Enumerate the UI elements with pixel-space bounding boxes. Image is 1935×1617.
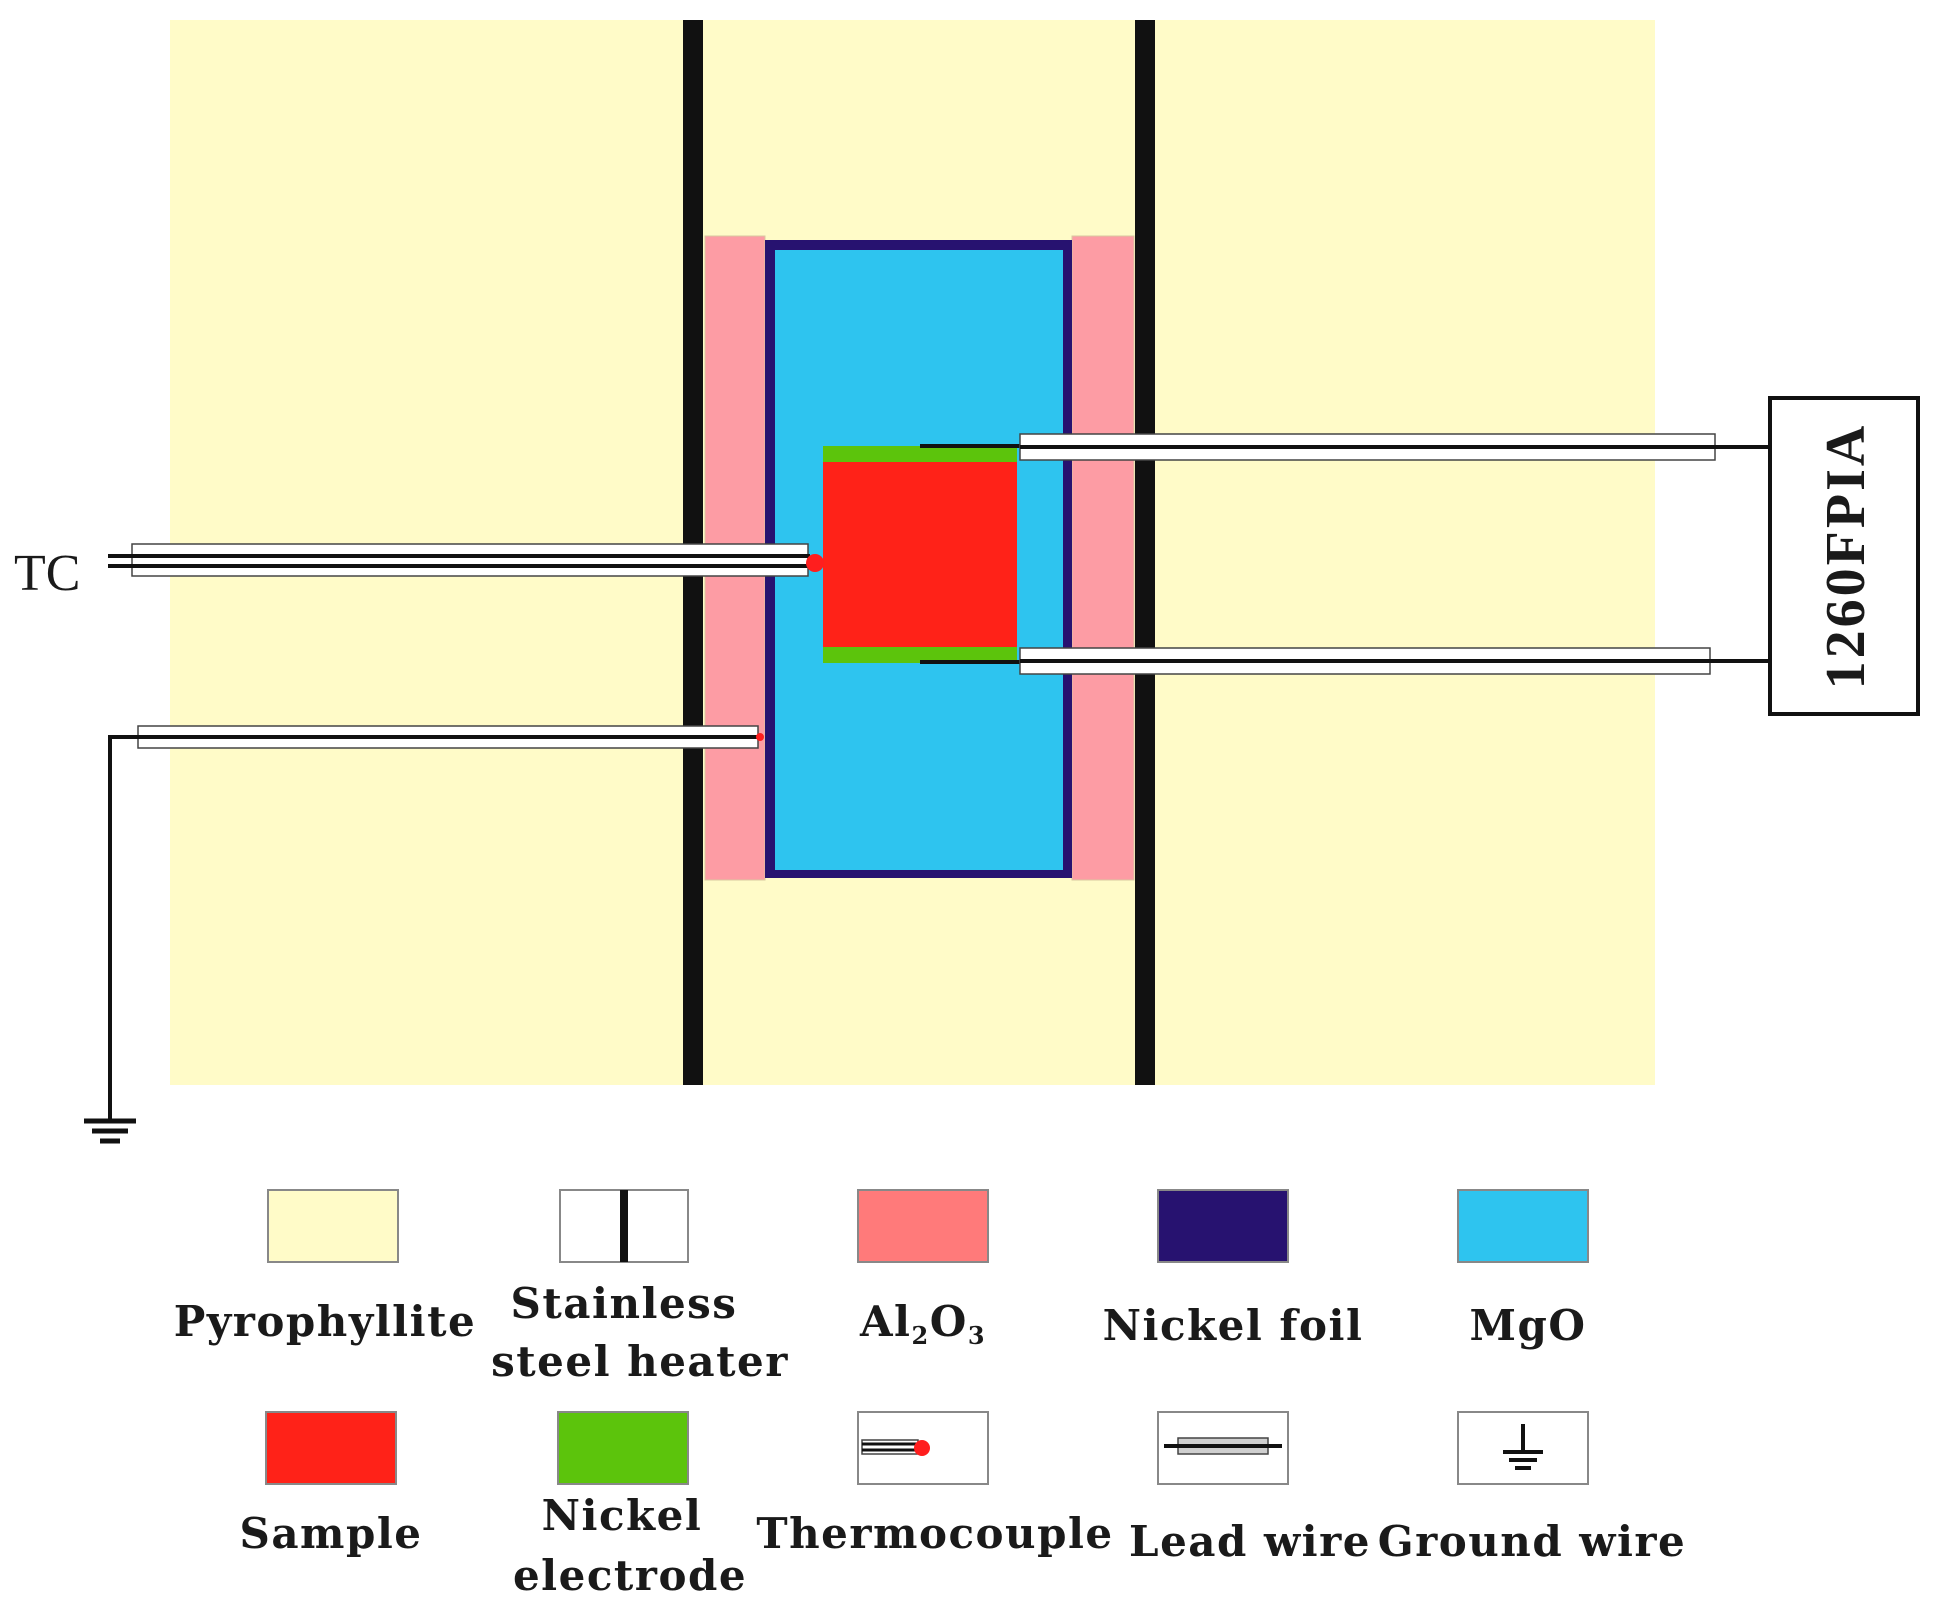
lead-wire-bottom — [920, 647, 1770, 675]
thermocouple-tip — [806, 554, 824, 572]
legend-label-heater-line2: steel heater — [491, 1337, 789, 1386]
legend-label-lead-wire: Lead wire — [1129, 1517, 1371, 1566]
legend-label-electrode-line2: electrode — [513, 1551, 747, 1600]
nickel-electrode-bottom — [823, 647, 1017, 663]
legend-label-mgo: MgO — [1470, 1301, 1587, 1350]
lead-wire-icon — [1157, 1411, 1289, 1485]
thermocouple-icon — [857, 1411, 989, 1485]
legend: Pyrophyllite Stainless steel heater Al2O… — [174, 1189, 1687, 1600]
legend-label-pyrophyllite: Pyrophyllite — [174, 1297, 476, 1346]
heater-swatch-icon — [559, 1189, 689, 1263]
ground-icon — [1457, 1411, 1589, 1485]
nickel-electrode-swatch-icon — [557, 1411, 689, 1485]
nickel-foil-swatch-icon — [1157, 1189, 1289, 1263]
thermocouple-tag: TC — [14, 545, 80, 602]
pyrophyllite-swatch-icon — [267, 1189, 399, 1263]
al2o3-swatch-icon — [857, 1189, 989, 1263]
impedance-analyzer: 1260FPIA — [1768, 396, 1920, 716]
legend-label-electrode-line1: Nickel — [542, 1491, 703, 1540]
legend-label-nickel-foil: Nickel foil — [1103, 1301, 1364, 1350]
legend-label-sample: Sample — [239, 1509, 422, 1558]
ground-symbol — [84, 1118, 136, 1144]
nickel-electrode-top — [823, 446, 1017, 462]
heater-right — [1135, 20, 1155, 1085]
legend-label-al2o3: Al2O3 — [859, 1297, 986, 1350]
sample-disc — [823, 462, 1017, 647]
ground-wire — [84, 725, 764, 1144]
legend-label-ground-wire: Ground wire — [1378, 1517, 1687, 1566]
lead-wire-top — [920, 433, 1770, 461]
legend-label-heater-line1: Stainless — [511, 1279, 738, 1328]
cell-assembly: TC 1260FP — [14, 20, 1920, 1144]
sample-swatch-icon — [265, 1411, 397, 1485]
legend-label-thermocouple: Thermocouple — [756, 1509, 1113, 1558]
mgo-swatch-icon — [1457, 1189, 1589, 1263]
al2o3-sleeve-right — [1071, 235, 1135, 881]
thermocouple-probe — [108, 543, 824, 577]
analyzer-label: 1260FPIA — [1815, 423, 1877, 690]
